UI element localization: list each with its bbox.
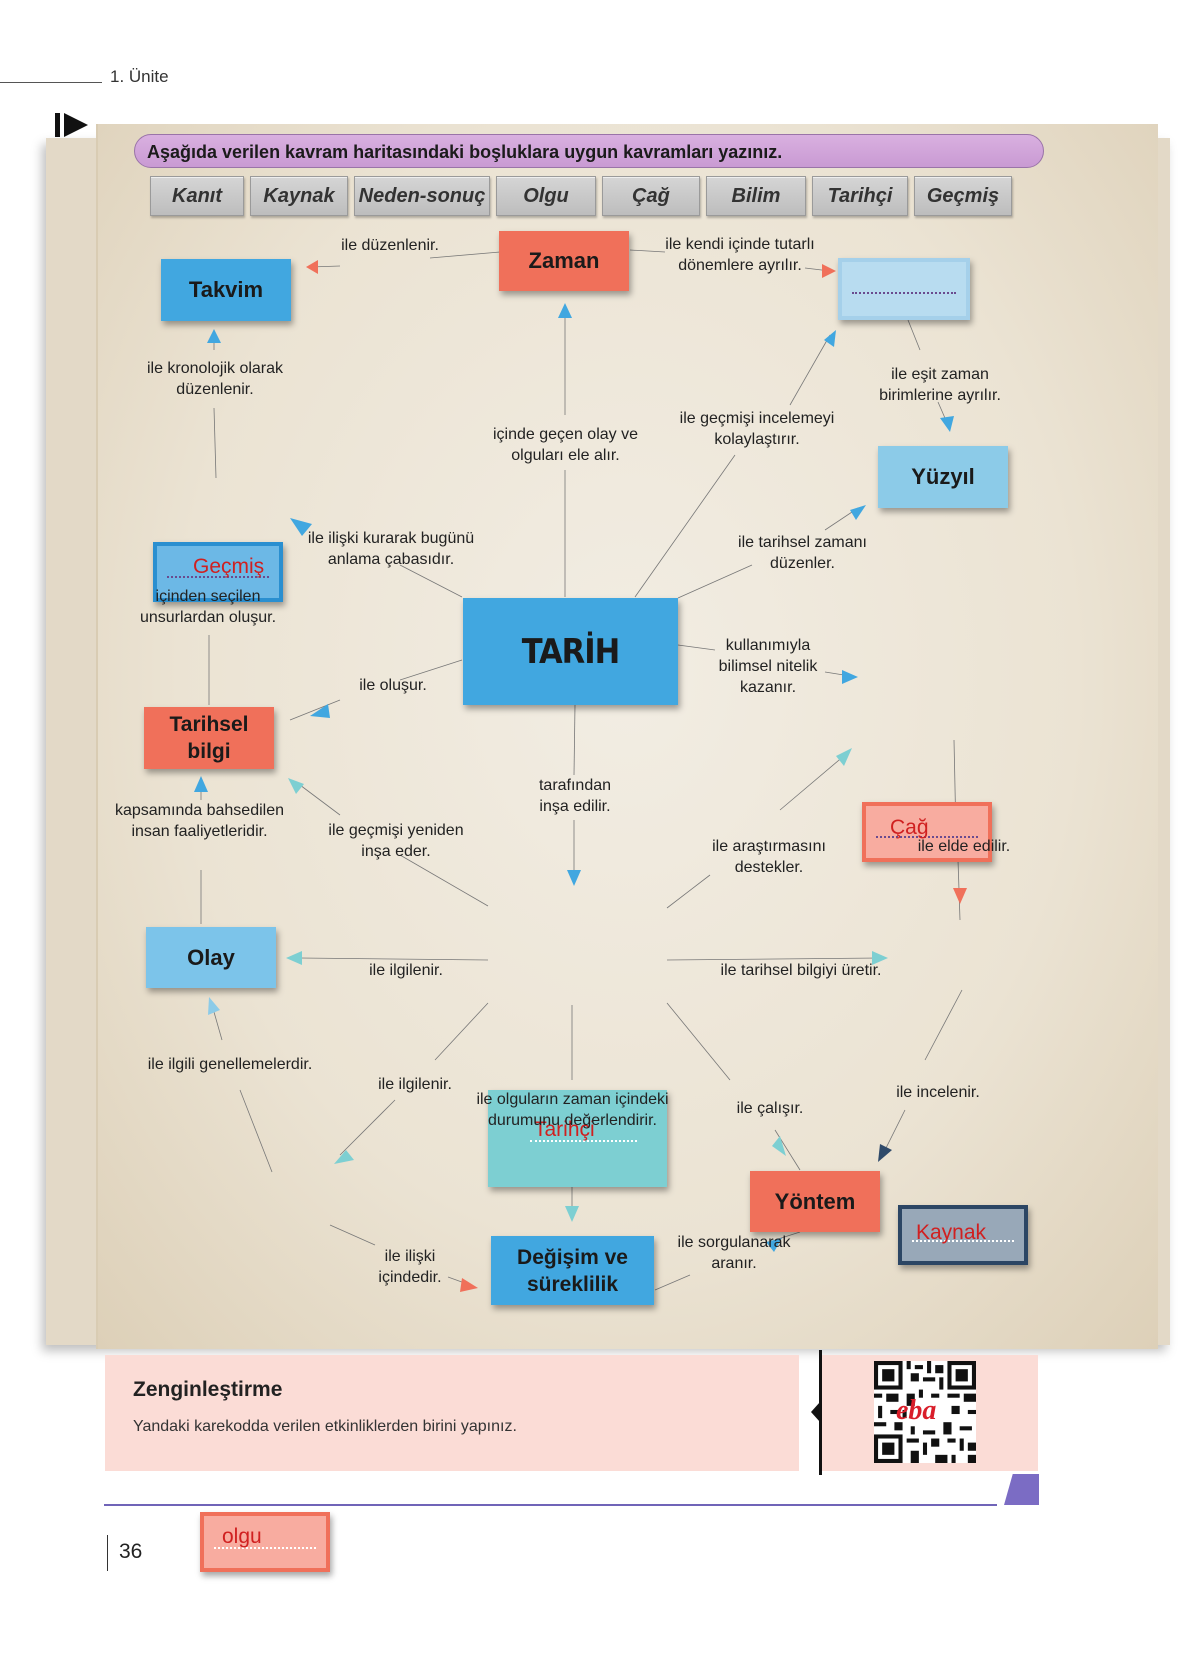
page-number: 36 xyxy=(119,1540,143,1563)
word-chip-kaynak[interactable]: Kaynak xyxy=(250,176,348,216)
arrowhead xyxy=(207,329,221,343)
label-ile-olusur: ile oluşur. xyxy=(359,677,427,694)
play-icon xyxy=(64,113,88,137)
concept-zaman: Zaman xyxy=(499,231,629,291)
arrowhead xyxy=(290,518,312,536)
blank-dotted-line xyxy=(876,836,978,838)
arrowhead xyxy=(334,1150,354,1164)
arrowhead xyxy=(310,704,330,718)
label-iliski-kurarak: ile ilişki kurarak bugünü anlama çabasıd… xyxy=(307,530,475,568)
arrowhead xyxy=(772,1136,786,1156)
blank-dotted-line xyxy=(214,1547,316,1549)
word-chip-bilim[interactable]: Bilim xyxy=(706,176,806,216)
arrowhead xyxy=(766,1238,782,1252)
label-ilgilenir-olay: ile ilgilenir. xyxy=(369,962,443,979)
label-sorgulanarak: ile sorgulanarak aranır. xyxy=(677,1234,791,1272)
label-esit-zaman: ile eşit zaman birimlerine ayrılır. xyxy=(879,366,1001,404)
label-ile-duzenlenir: ile düzenlenir. xyxy=(341,237,439,254)
arrowhead xyxy=(460,1278,478,1292)
blank-kaynak-box[interactable]: Kaynak xyxy=(898,1205,1028,1265)
word-chip-tarihci[interactable]: Tarihçi xyxy=(812,176,908,216)
answer-olgu: olgu xyxy=(222,1525,262,1548)
arrowhead xyxy=(208,997,220,1015)
concept-tarih: TARİH xyxy=(463,598,678,705)
blank-dotted-line xyxy=(852,292,956,294)
arrowhead xyxy=(306,260,318,274)
concept-olay: Olay xyxy=(146,927,276,988)
arrowhead xyxy=(953,888,967,904)
blank-olgu-box[interactable]: olgu xyxy=(200,1512,330,1572)
instruction-banner: Aşağıda verilen kavram haritasındaki boş… xyxy=(134,134,1044,168)
qr-code-icon[interactable] xyxy=(874,1361,976,1463)
answer-cag: Çağ xyxy=(890,816,929,839)
arrowhead xyxy=(565,1206,579,1222)
blank-donem-box[interactable] xyxy=(838,258,970,320)
label-kronolojik: ile kronolojik olarak düzenlenir. xyxy=(146,360,284,398)
concept-tarihsel-bilgi: Tarihsel bilgi xyxy=(144,707,274,769)
label-arastirmasini: ile araştırmasını destekler. xyxy=(712,838,826,876)
pointer-icon xyxy=(811,1402,820,1422)
concept-takvim: Takvim xyxy=(161,259,291,321)
answer-kaynak: Kaynak xyxy=(916,1221,987,1244)
label-calisir: ile çalışır. xyxy=(736,1100,804,1117)
word-chip-olgu[interactable]: Olgu xyxy=(496,176,596,216)
label-kullanimiyla: kullanımıyla bilimsel nitelik kazanır. xyxy=(718,637,818,696)
arrowhead xyxy=(822,264,836,278)
concept-yontem: Yöntem xyxy=(750,1171,880,1232)
eba-logo: eba xyxy=(896,1395,937,1426)
blank-tarihci-box[interactable]: Tarihçi xyxy=(488,1090,667,1187)
enrichment-panel xyxy=(105,1355,799,1471)
arrowhead xyxy=(878,1144,892,1162)
enrichment-title: Zenginleştirme xyxy=(133,1378,283,1401)
word-chip-kanit[interactable]: Kanıt xyxy=(150,176,244,216)
enrichment-text: Yandaki karekodda verilen etkinliklerden… xyxy=(133,1418,517,1435)
word-chip-cag[interactable]: Çağ xyxy=(602,176,700,216)
blank-cag-box[interactable]: Çağ xyxy=(862,802,992,862)
section-marker-bar xyxy=(55,113,60,137)
arrowhead xyxy=(872,951,888,965)
arrowhead xyxy=(824,330,836,347)
label-iliski-icindedir: ile ilişki içindedir. xyxy=(378,1248,442,1286)
label-icinden-secilen: içinden seçilen unsurlardan oluşur. xyxy=(139,588,277,626)
blank-gecmis-box[interactable]: Geçmiş xyxy=(153,542,283,602)
arrowhead xyxy=(286,951,302,965)
unit-rule xyxy=(0,82,102,83)
label-kendi-icinde: ile kendi içinde tutarlı dönemlere ayrıl… xyxy=(665,236,815,274)
arrowhead xyxy=(940,416,954,432)
unit-label: 1. Ünite xyxy=(110,67,169,86)
label-tarafindan: tarafından inşa edilir. xyxy=(538,777,612,815)
arrowhead xyxy=(836,748,852,766)
blank-dotted-line xyxy=(167,576,269,578)
blank-dotted-line xyxy=(912,1240,1014,1242)
concept-yuzyil: Yüzyıl xyxy=(878,446,1008,508)
qr-divider xyxy=(819,1350,822,1475)
answer-tarihci: Tarihçi xyxy=(534,1118,595,1141)
word-chip-neden-sonuc[interactable]: Neden-sonuç xyxy=(354,176,490,216)
word-chip-gecmis[interactable]: Geçmiş xyxy=(914,176,1012,216)
label-genellemeler: ile ilgili genellemelerdir. xyxy=(147,1056,313,1073)
label-tarihsel-bilgiyi: ile tarihsel bilgiyi üretir. xyxy=(720,962,882,979)
arrowhead xyxy=(288,778,304,794)
arrowhead xyxy=(194,776,208,792)
blank-dotted-line xyxy=(530,1140,637,1142)
arrowhead xyxy=(558,303,572,318)
page-number-bar xyxy=(107,1535,108,1571)
label-incelenir: ile incelenir. xyxy=(896,1084,980,1101)
label-icinde-gecen: içinde geçen olay ve olguları ele alır. xyxy=(493,426,638,464)
concept-degisim-sureklilik: Değişim ve süreklilik xyxy=(491,1236,654,1305)
answer-gecmis: Geçmiş xyxy=(193,555,265,578)
arrowhead xyxy=(850,505,866,520)
arrowhead xyxy=(842,670,858,684)
label-yeniden-insa: ile geçmişi yeniden inşa eder. xyxy=(328,822,464,860)
label-gecmisi-incelemeyi: ile geçmişi incelemeyi kolaylaştırır. xyxy=(679,410,835,448)
label-kapsaminda: kapsamında bahsedilen insan faaliyetleri… xyxy=(114,802,284,840)
label-elde-edilir: ile elde edilir. xyxy=(917,838,1011,855)
label-ilgilenir-olgu: ile ilgilenir. xyxy=(378,1076,452,1093)
arrowhead xyxy=(567,870,581,886)
footer-rule xyxy=(104,1504,997,1506)
label-olgularin-zaman: ile olguların zaman içindeki durumunu de… xyxy=(476,1091,669,1129)
label-tarihsel-zamani: ile tarihsel zamanı düzenler. xyxy=(738,534,867,572)
